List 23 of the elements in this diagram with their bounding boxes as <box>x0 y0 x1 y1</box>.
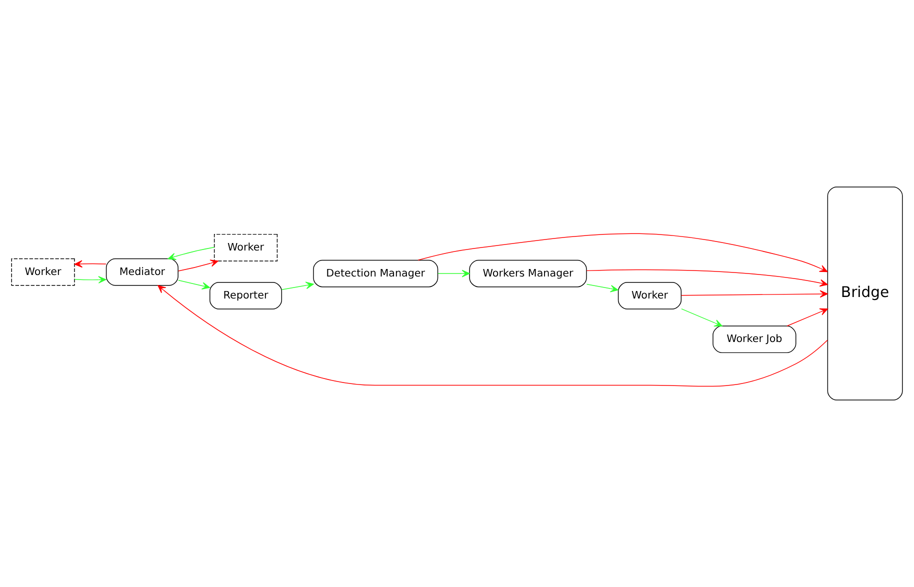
arrow <box>178 260 218 272</box>
arrow <box>786 308 828 326</box>
arrow <box>418 233 828 272</box>
node-box: Detection Manager <box>313 260 438 288</box>
arrow <box>438 270 470 278</box>
arrow <box>158 285 828 387</box>
node-box: Mediator <box>106 258 178 286</box>
node-box: Worker <box>11 258 75 286</box>
node-box: Worker Job <box>712 326 796 354</box>
arrow <box>74 276 106 284</box>
arrow <box>681 308 722 327</box>
node-box: Worker <box>214 234 278 262</box>
node-box: Worker <box>618 282 682 310</box>
node-box: Reporter <box>210 282 282 310</box>
arrow <box>282 282 314 290</box>
arrow <box>168 246 215 260</box>
node-box: Bridge <box>827 186 903 400</box>
arrow <box>178 280 210 290</box>
arrow <box>74 260 106 268</box>
arrow <box>586 284 618 292</box>
node-box: Workers Manager <box>469 260 587 288</box>
arrow <box>680 290 828 298</box>
arrow <box>586 269 828 287</box>
